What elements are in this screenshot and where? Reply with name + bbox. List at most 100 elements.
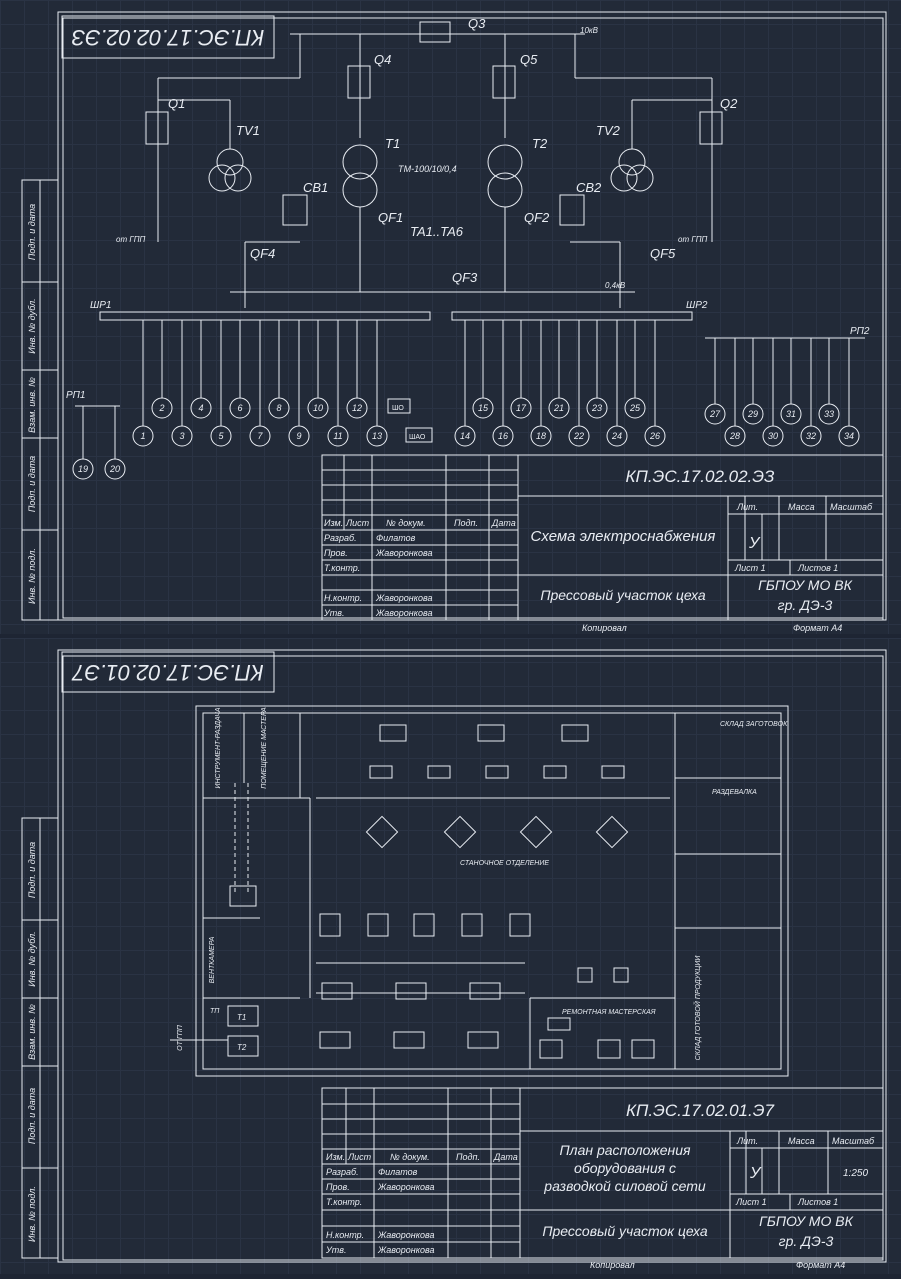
tb2-title-1: План расположения [560,1142,691,1158]
tb2-r-nkontr: Н.контр. [326,1230,364,1240]
machine-symbol [367,913,389,937]
consumer-number: 11 [333,431,342,441]
box-shu [387,398,411,414]
tb2-lit-value: У [749,1165,762,1182]
tb1-h-izm: Изм. [324,518,343,528]
tb2-masshtab: Масштаб [832,1136,875,1146]
consumer-circle [644,425,666,447]
consumer-circle [454,425,476,447]
side-strip-2: Подп. и дата Инв. № дубл. Взам. инв. № П… [21,817,59,1259]
machine-symbol [379,724,407,742]
tb1-n-prov: Жаворонкова [375,548,433,558]
side-podp-1: Подп. и дата [27,204,37,260]
consumer-circle [800,425,822,447]
tb2-format: Формат А4 [796,1260,845,1270]
title-block-2 [321,1087,884,1259]
consumer-circle [838,425,860,447]
machine-symbol [477,724,505,742]
consumer-circle [742,403,764,425]
consumer-circle [327,425,349,447]
tb1-n-nkontr: Жаворонкова [375,593,433,603]
rotated-stamp-box-2 [61,651,275,693]
label-shu: ШО [392,405,404,412]
room-master: ПОМЕЩЕНИЕ МАСТЕРА [261,707,268,789]
machine-symbol [365,815,399,849]
consumer-circle [366,425,388,447]
tb1-r-tkontr: Т.контр. [324,563,360,573]
machine-symbols [319,724,655,1059]
side2-podp-2: Подп. и дата [27,1088,37,1144]
inner-frame-2 [62,655,884,1261]
consumer-circle [606,425,628,447]
label-qf1: QF1 [378,210,403,225]
consumer-number: 21 [553,403,564,413]
label-q3: Q3 [468,16,486,31]
consumer-circle [268,397,290,419]
label-from-gpp-2: от ГПП [678,235,707,244]
room-tool: ИНСТРУМЕНТ-РАЗДАЧА [215,707,222,788]
tb1-sheet: Лист 1 [734,563,766,573]
tb2-title-3: разводкой силовой сети [543,1178,706,1194]
consumer-number: 10 [313,403,323,413]
tb1-h-sign: Подп. [454,518,478,528]
tb2-code: КП.ЭС.17.02.01.Э7 [626,1101,775,1120]
consumer-number: 9 [296,431,301,441]
tb2-r-razrab: Разраб. [326,1167,359,1177]
side2-inv-dubl: Инв. № дубл. [27,931,37,986]
tb1-code: КП.ЭС.17.02.02.ЭЗ [626,467,776,486]
tb1-r-prov: Пров. [324,548,348,558]
tb2-h-sign: Подп. [456,1152,480,1162]
tb1-r-razrab: Разраб. [324,533,357,543]
machine-symbol [413,913,435,937]
tb1-copied: Копировал [582,623,627,633]
consumer-circle [724,425,746,447]
consumer-circle [762,425,784,447]
tb2-r-tkontr: Т.контр. [326,1197,362,1207]
machine-symbol [319,913,341,937]
room-razdevalka: РАЗДЕВАЛКА [712,789,757,796]
machine-symbol [393,1031,425,1049]
consumer-circle [472,397,494,419]
consumer-circle [492,425,514,447]
consumer-circle [346,397,368,419]
consumer-number: 4 [198,403,203,413]
tb2-h-date: Дата [493,1152,518,1162]
consumer-circle [624,397,646,419]
label-shr2: ШР2 [686,300,708,311]
tb2-group: гр. ДЭ-3 [779,1233,834,1249]
label-tv2: TV2 [596,123,621,138]
tb1-title: Схема электроснабжения [531,528,716,545]
machine-symbol [321,982,353,1000]
consumer-circle [704,403,726,425]
consumer-number: 2 [158,403,164,413]
consumer-circle [780,403,802,425]
sheet-2-drawing: КП.ЭС.17.02.01.Э7 Подп. и дата Инв. № ду… [0,638,901,1274]
machine-symbol [485,765,509,779]
consumer-circle [190,397,212,419]
tb1-r-utv: Утв. [323,608,344,618]
label-cb1: CB1 [303,180,328,195]
label-qf3: QF3 [452,270,478,285]
machine-symbol [601,765,625,779]
consumer-number: 28 [729,431,740,441]
consumer-number: 13 [372,431,382,441]
label-t1: T1 [385,136,400,151]
consumer-circle [229,397,251,419]
tb2-copied: Копировал [590,1260,635,1270]
tb1-h-list: Лист [345,518,370,528]
label-04kv: 0,4кВ [605,281,626,290]
tb1-lit-value: У [748,535,761,552]
label-q2: Q2 [720,96,738,111]
consumer-number: 32 [806,431,816,441]
rotated-stamp-code-2: КП.ЭС.17.02.01.Э7 [71,660,263,685]
consumer-number: 25 [629,403,641,413]
label-rp2: РП2 [850,326,870,337]
consumer-number: 22 [573,431,584,441]
machine-symbol [597,1039,621,1059]
inner-frame [62,17,884,619]
label-from-gpp-1: от ГПП [116,235,145,244]
consumer-number: 24 [611,431,622,441]
tb2-subtitle: Прессовый участок цеха [542,1223,707,1239]
machine-symbol [519,815,553,849]
